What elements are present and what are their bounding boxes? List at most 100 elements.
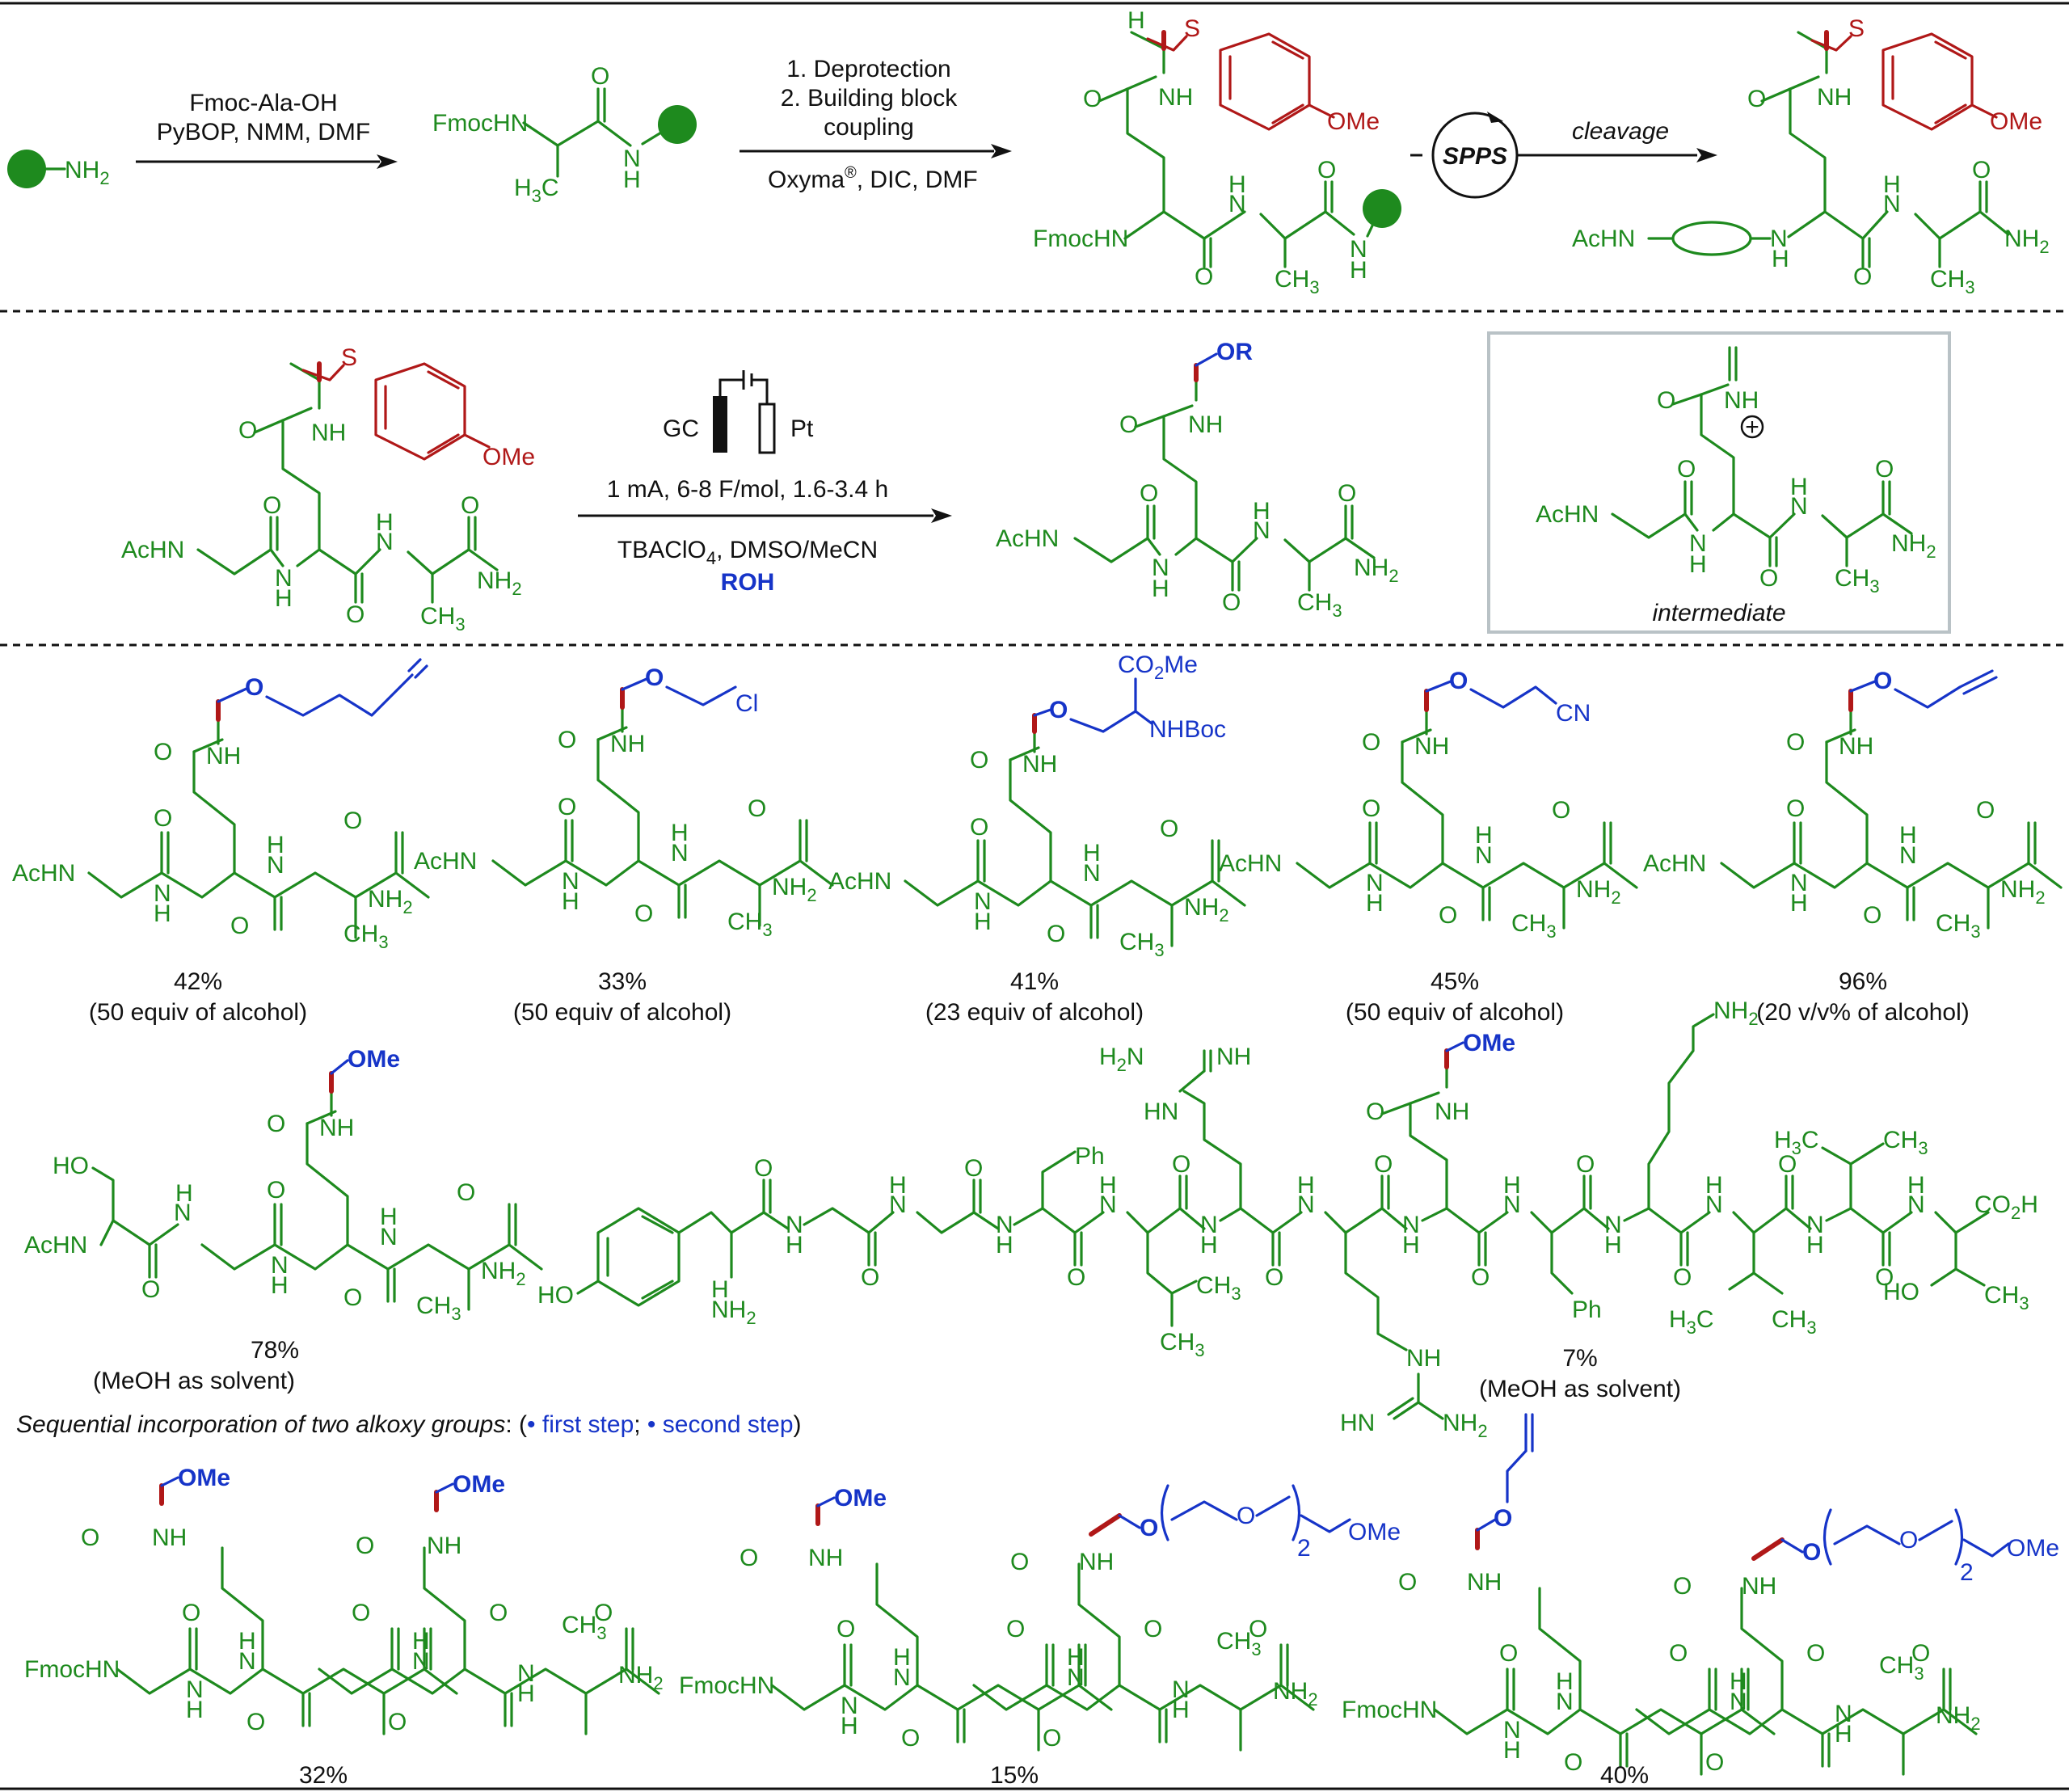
svg-text:O: O bbox=[1338, 480, 1356, 507]
svg-text:(MeOH as solvent): (MeOH as solvent) bbox=[93, 1368, 295, 1394]
svg-text:O: O bbox=[1471, 1264, 1490, 1291]
svg-text:H: H bbox=[380, 1204, 398, 1230]
svg-text:N: N bbox=[174, 1200, 192, 1226]
svg-text:O: O bbox=[645, 664, 664, 691]
svg-text:CH3: CH3 bbox=[1984, 1282, 2029, 1313]
svg-text:O: O bbox=[634, 900, 653, 927]
svg-text:N: N bbox=[1883, 191, 1901, 217]
svg-text:AcHN: AcHN bbox=[1643, 850, 1706, 877]
svg-text:H: H bbox=[1790, 890, 1808, 917]
svg-text:H: H bbox=[1907, 1172, 1925, 1199]
svg-text:H: H bbox=[711, 1276, 729, 1303]
svg-text:O: O bbox=[1786, 729, 1805, 756]
svg-text:NH: NH bbox=[1742, 1573, 1776, 1600]
svg-text:O: O bbox=[1222, 589, 1241, 616]
svg-text:O: O bbox=[1160, 816, 1178, 842]
svg-text:OMe: OMe bbox=[1990, 108, 2042, 135]
intermediate-label: intermediate bbox=[1652, 600, 1785, 626]
svg-text:Pt: Pt bbox=[790, 415, 814, 442]
svg-text:H: H bbox=[267, 832, 284, 858]
svg-text:O: O bbox=[754, 1155, 773, 1182]
svg-text:CH3: CH3 bbox=[727, 909, 773, 940]
svg-text:N: N bbox=[1835, 1701, 1852, 1727]
svg-text:FmocHN: FmocHN bbox=[1033, 226, 1128, 252]
svg-text:O: O bbox=[1374, 1151, 1393, 1178]
product-allyl: AcHN O N H O NH O O N H O CH3 NH2 96% (2… bbox=[1643, 668, 2063, 1026]
svg-text:CH3: CH3 bbox=[343, 921, 389, 952]
svg-text:NH2: NH2 bbox=[1891, 530, 1936, 562]
svg-text:N: N bbox=[786, 1212, 803, 1238]
svg-text:O: O bbox=[1265, 1264, 1283, 1291]
svg-text:NH: NH bbox=[311, 420, 346, 446]
svg-text:H: H bbox=[1730, 1668, 1747, 1695]
product-allyloxy-peg: FmocHN O N H O NH O O N H O O O NH O bbox=[1342, 1413, 2059, 1789]
svg-text:H: H bbox=[671, 820, 689, 846]
svg-text:AcHN: AcHN bbox=[24, 1232, 87, 1259]
svg-text:NH2: NH2 bbox=[2000, 876, 2046, 908]
svg-text:NH: NH bbox=[610, 731, 645, 757]
svg-text:O: O bbox=[1140, 480, 1158, 507]
svg-text:AcHN: AcHN bbox=[1572, 226, 1635, 252]
svg-text:O: O bbox=[245, 674, 263, 701]
svg-text:H: H bbox=[1899, 822, 1917, 849]
svg-text:N: N bbox=[841, 1693, 858, 1719]
svg-text:O: O bbox=[461, 492, 479, 519]
cleaved-peptide-thioether: AcHN N H O NH S OMe O N H bbox=[1572, 15, 2050, 297]
svg-text:H: H bbox=[1200, 1232, 1218, 1259]
svg-text:H: H bbox=[1790, 474, 1808, 500]
svg-text:N: N bbox=[238, 1648, 256, 1675]
svg-text:H: H bbox=[186, 1697, 204, 1723]
svg-text:O: O bbox=[964, 1155, 983, 1182]
svg-text:O: O bbox=[352, 1600, 370, 1626]
svg-text:O: O bbox=[1047, 921, 1065, 947]
svg-text:AcHN: AcHN bbox=[828, 868, 891, 895]
svg-text:(50 equiv of alcohol): (50 equiv of alcohol) bbox=[513, 999, 731, 1026]
svg-text:H: H bbox=[893, 1644, 911, 1671]
svg-text:2. Building block: 2. Building block bbox=[781, 85, 958, 112]
svg-text:NH2: NH2 bbox=[1576, 876, 1621, 908]
svg-text:O: O bbox=[343, 807, 362, 834]
svg-text:96%: 96% bbox=[1839, 968, 1887, 995]
svg-text:O: O bbox=[591, 63, 609, 90]
svg-text:N: N bbox=[1366, 870, 1384, 896]
svg-text:H: H bbox=[1099, 1172, 1117, 1199]
svg-text:N: N bbox=[1503, 1717, 1521, 1744]
svg-text:AcHN: AcHN bbox=[1219, 850, 1282, 877]
svg-text:H: H bbox=[1689, 551, 1707, 578]
svg-text:cleavage: cleavage bbox=[1572, 118, 1669, 145]
svg-text:H3C: H3C bbox=[1669, 1306, 1714, 1338]
svg-text:CH3: CH3 bbox=[1883, 1127, 1928, 1158]
svg-text:NH2: NH2 bbox=[481, 1258, 526, 1289]
svg-text:O: O bbox=[1759, 565, 1778, 592]
svg-text:O: O bbox=[1576, 1151, 1595, 1178]
svg-text:CH3: CH3 bbox=[1216, 1628, 1262, 1659]
svg-text:O: O bbox=[1911, 1640, 1930, 1667]
svg-text:CN: CN bbox=[1556, 700, 1591, 727]
sequential-label: Sequential incorporation of two alkoxy g… bbox=[16, 1411, 802, 1438]
svg-text:O: O bbox=[238, 417, 257, 444]
alkoxylated-product: AcHN O N H O NH OR O N H O CH bbox=[996, 339, 1399, 621]
svg-text:O: O bbox=[1976, 797, 1995, 824]
svg-text:O: O bbox=[1552, 797, 1570, 824]
svg-text:H: H bbox=[517, 1680, 535, 1707]
svg-text:(MeOH as solvent): (MeOH as solvent) bbox=[1479, 1376, 1681, 1402]
svg-text:O: O bbox=[230, 913, 249, 939]
svg-text:O: O bbox=[748, 795, 766, 822]
svg-text:O: O bbox=[267, 1177, 285, 1204]
svg-text:H: H bbox=[1402, 1232, 1420, 1259]
svg-text:N: N bbox=[1402, 1212, 1420, 1238]
svg-text:Ph: Ph bbox=[1572, 1297, 1602, 1323]
svg-text:H: H bbox=[1297, 1172, 1315, 1199]
svg-text:FmocHN: FmocHN bbox=[679, 1672, 774, 1699]
svg-text:OMe: OMe bbox=[2007, 1535, 2059, 1562]
svg-text:N: N bbox=[1899, 842, 1917, 869]
svg-text:NH: NH bbox=[319, 1115, 354, 1141]
svg-text:H: H bbox=[1556, 1668, 1574, 1695]
svg-text:N: N bbox=[1297, 1191, 1315, 1218]
svg-text:OMe: OMe bbox=[1463, 1030, 1515, 1056]
svg-text:NH: NH bbox=[808, 1545, 843, 1571]
svg-text:78%: 78% bbox=[251, 1337, 299, 1364]
svg-text:O: O bbox=[558, 794, 576, 820]
svg-text:(23 equiv of alcohol): (23 equiv of alcohol) bbox=[925, 999, 1144, 1026]
svg-text:N: N bbox=[893, 1664, 911, 1691]
